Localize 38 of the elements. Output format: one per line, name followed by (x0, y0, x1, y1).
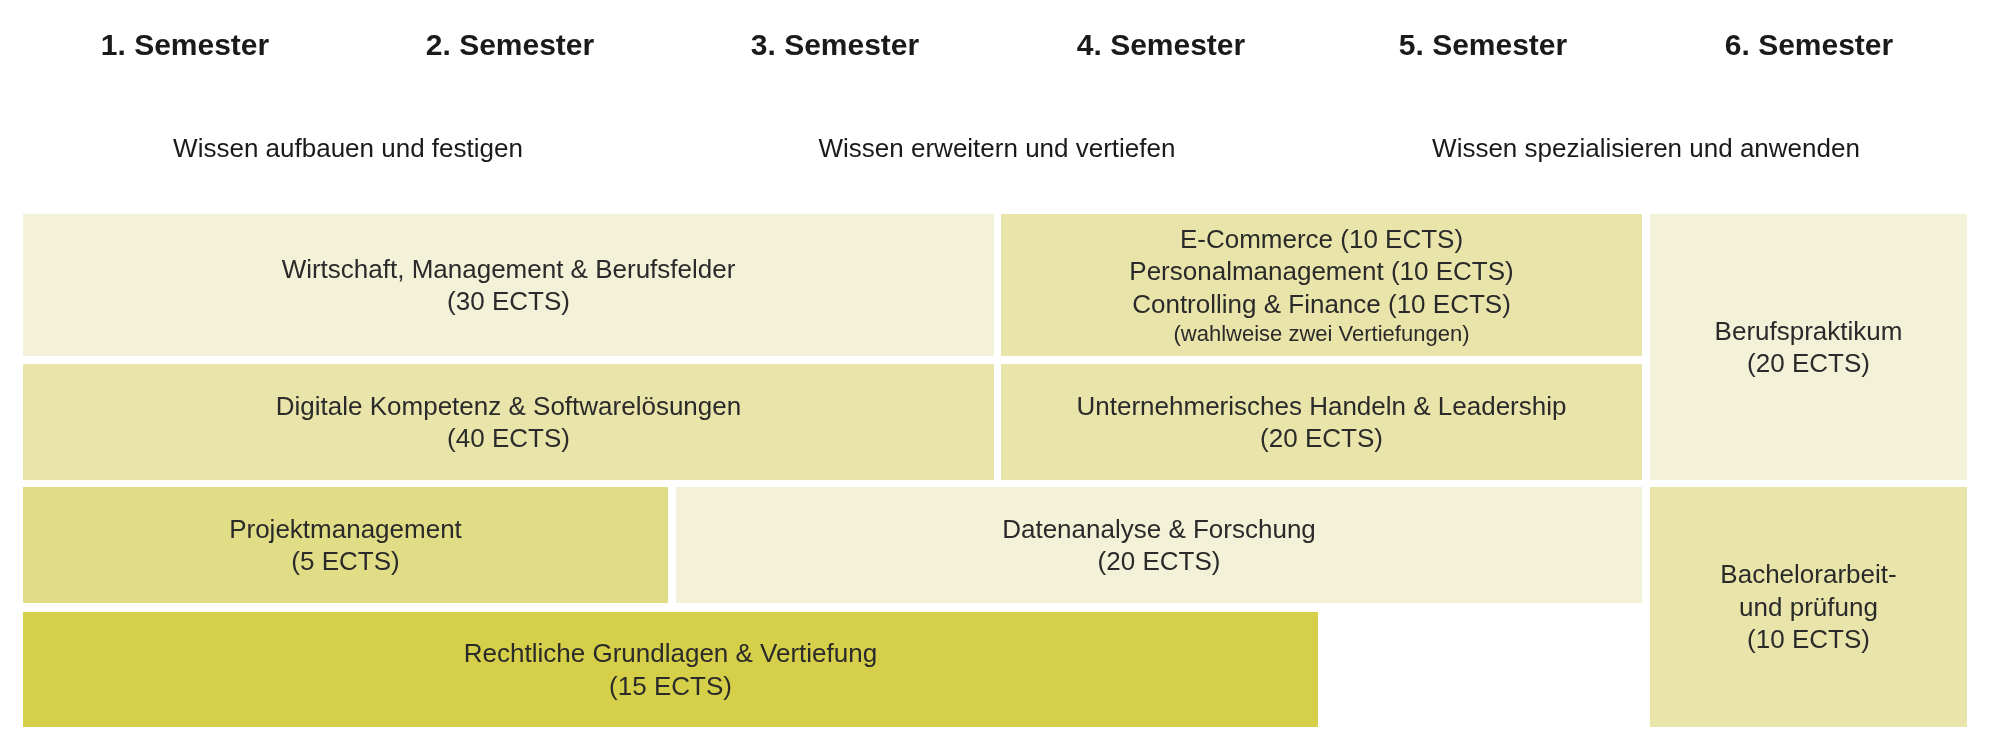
module-box (23, 364, 994, 480)
semester-heading: 2. Semester (425, 28, 595, 62)
module-text: (40 ECTS) (447, 422, 570, 455)
module-text: Datenanalyse & Forschung (1002, 512, 1316, 545)
phase-caption: Wissen aufbauen und festigen (173, 133, 523, 164)
semester-heading: 6. Semester (1724, 28, 1894, 62)
semester-heading: 3. Semester (750, 28, 920, 62)
semester-heading: 5. Semester (1398, 28, 1568, 62)
module-text: Berufspraktikum (1714, 314, 1903, 347)
module-text: (30 ECTS) (447, 285, 570, 318)
module-box (23, 214, 994, 356)
module-text: (15 ECTS) (609, 669, 732, 702)
module-text: (20 ECTS) (1097, 545, 1221, 578)
semester-heading: 4. Semester (1076, 28, 1246, 62)
module-text: E-Commerce (10 ECTS) (1179, 222, 1464, 255)
phase-caption: Wissen spezialisieren und anwenden (1432, 133, 1860, 164)
module-text: Digitale Kompetenz & Softwarelösungen (275, 389, 742, 422)
module-box (23, 487, 668, 603)
module-text: (20 ECTS) (1260, 422, 1383, 455)
module-text: (20 ECTS) (1747, 347, 1870, 380)
module-text: Wirtschaft, Management & Berufsfelder (281, 252, 736, 285)
module-box (1001, 364, 1642, 480)
module-text: (10 ECTS) (1747, 623, 1870, 656)
module-text: (wahlweise zwei Vertiefungen) (1173, 320, 1470, 348)
module-box (1001, 214, 1642, 356)
module-text: Controlling & Finance (10 ECTS) (1132, 287, 1511, 320)
module-text: Unternehmerisches Handeln & Leadership (1076, 389, 1567, 422)
module-text: (5 ECTS) (291, 545, 400, 578)
semester-heading: 1. Semester (100, 28, 270, 62)
module-text: Bachelorarbeit- und prüfung (1719, 558, 1898, 624)
module-box (1650, 214, 1967, 480)
module-box (23, 612, 1318, 727)
module-text: Rechtliche Grundlagen & Vertiefung (463, 637, 878, 670)
phase-caption: Wissen erweitern und vertiefen (818, 133, 1176, 164)
module-text: Projektmanagement (229, 512, 462, 545)
module-box (1650, 487, 1967, 727)
module-box (676, 487, 1642, 603)
module-text: Personalmanagement (10 ECTS) (1129, 255, 1514, 288)
